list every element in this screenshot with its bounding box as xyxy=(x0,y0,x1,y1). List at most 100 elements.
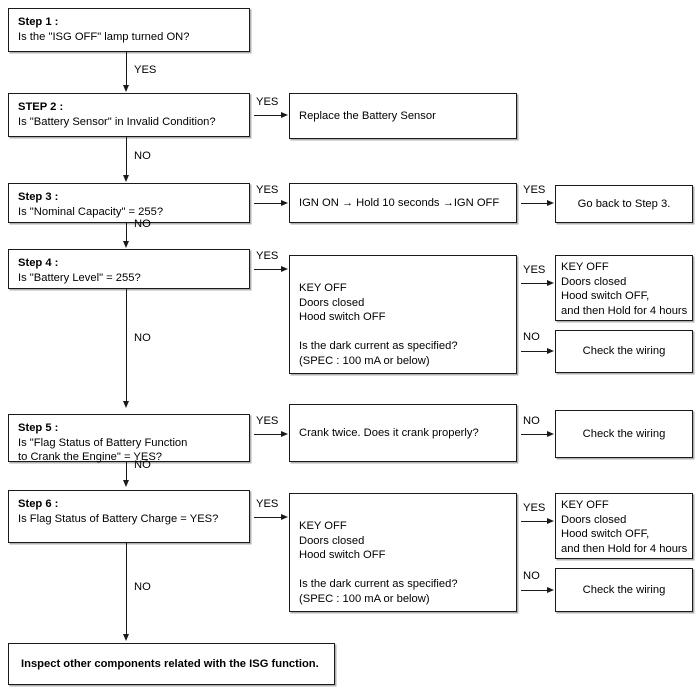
node-step6-keyoff-line5: (SPEC : 100 mA or below) xyxy=(299,592,430,605)
node-step4-keyoff-line4: Is the dark current as specified? xyxy=(299,340,458,353)
connector-step6-keyoff-no xyxy=(521,590,548,591)
connector-step3-step4 xyxy=(126,223,127,242)
edge-label-step5-yes: YES xyxy=(256,415,279,427)
arrowhead-step5-step6 xyxy=(122,480,129,487)
connector-step2-step3 xyxy=(126,137,127,176)
node-step6-title: Step 6 : xyxy=(18,498,59,510)
node-step1[interactable]: Step 1 : Is the "ISG OFF" lamp turned ON… xyxy=(8,8,250,52)
arrowhead-step3-step4 xyxy=(122,241,129,248)
node-step3-title: Step 3 : xyxy=(18,191,59,203)
node-step6-keyoff-line3: Hood switch OFF xyxy=(299,549,386,562)
arrowhead-step2-yes xyxy=(281,111,288,118)
node-step4-keyoff-spacer xyxy=(299,325,507,340)
node-step4-hold4h-line3: Hood switch OFF, xyxy=(561,290,650,303)
node-step1-body: Is the "ISG OFF" lamp turned ON? xyxy=(18,30,190,43)
connector-step5-step6 xyxy=(126,462,127,481)
node-step4[interactable]: Step 4 : Is "Battery Level" = 255? xyxy=(8,249,250,289)
node-step5-title: Step 5 : xyxy=(18,422,59,434)
node-final-inspect-body: Inspect other components related with th… xyxy=(21,657,319,670)
node-step6-keyoff[interactable]: KEY OFF Doors closed Hood switch OFF Is … xyxy=(289,493,517,612)
node-step6-hold4h-line3: Hood switch OFF, xyxy=(561,528,650,541)
edge-label-step2-no: NO xyxy=(134,150,151,162)
edge-label-step4-keyoff-no: NO xyxy=(523,331,540,343)
node-go-back-step3[interactable]: Go back to Step 3. xyxy=(555,185,693,223)
node-step6[interactable]: Step 6 : Is Flag Status of Battery Charg… xyxy=(8,490,250,543)
node-step4-keyoff[interactable]: KEY OFF Doors closed Hood switch OFF Is … xyxy=(289,255,517,374)
arrowhead-step4-step5 xyxy=(122,401,129,408)
node-step3[interactable]: Step 3 : Is "Nominal Capacity" = 255? xyxy=(8,183,250,223)
node-step5-check-wiring-body: Check the wiring xyxy=(582,427,666,440)
node-step6-keyoff-line2: Doors closed xyxy=(299,534,365,547)
node-step6-hold4h-line1: KEY OFF xyxy=(561,499,609,511)
edge-label-step2-yes: YES xyxy=(256,96,279,108)
arrowhead-step6-final xyxy=(122,634,129,641)
node-step6-hold4h-line2: Doors closed xyxy=(561,513,627,526)
edge-label-step4-keyoff-yes: YES xyxy=(523,264,546,276)
node-step6-hold4h-line4: and then Hold for 4 hours xyxy=(561,542,688,555)
edge-label-crank-no: NO xyxy=(523,415,540,427)
node-ign-on-hold-body: IGN ON → Hold 10 seconds →IGN OFF xyxy=(299,196,500,209)
node-step6-check-wiring[interactable]: Check the wiring xyxy=(555,568,693,612)
node-step5-line1: Is "Flag Status of Battery Function xyxy=(18,436,188,449)
connector-step6-yes xyxy=(254,517,282,518)
arrowhead-step4-keyoff-no xyxy=(547,347,554,354)
node-step5[interactable]: Step 5 : Is "Flag Status of Battery Func… xyxy=(8,414,250,463)
arrowhead-step3-yes xyxy=(281,199,288,206)
node-step6-keyoff-line4: Is the dark current as specified? xyxy=(299,578,458,591)
connector-step4-keyoff-no xyxy=(521,351,548,352)
edge-label-step1-yes: YES xyxy=(134,64,157,76)
arrowhead-step2-step3 xyxy=(122,175,129,182)
node-step2-body: Is "Battery Sensor" in Invalid Condition… xyxy=(18,115,216,128)
connector-step4-yes xyxy=(254,269,282,270)
node-step6-check-wiring-body: Check the wiring xyxy=(582,583,666,596)
arrowhead-crank-no xyxy=(547,430,554,437)
node-replace-battery-sensor[interactable]: Replace the Battery Sensor xyxy=(289,93,517,139)
edge-label-step6-yes: YES xyxy=(256,498,279,510)
node-replace-battery-sensor-body: Replace the Battery Sensor xyxy=(299,109,436,122)
node-go-back-step3-body: Go back to Step 3. xyxy=(577,197,671,210)
arrowhead-step4-keyoff-yes xyxy=(547,279,554,286)
node-step4-hold4h-line4: and then Hold for 4 hours xyxy=(561,304,688,317)
connector-step4-step5 xyxy=(126,289,127,402)
node-crank-twice-body: Crank twice. Does it crank properly? xyxy=(299,426,479,439)
arrowhead-step6-keyoff-no xyxy=(547,586,554,593)
edge-label-step5-no: NO xyxy=(134,459,151,471)
node-crank-twice[interactable]: Crank twice. Does it crank properly? xyxy=(289,404,517,462)
node-step1-title: Step 1 : xyxy=(18,16,59,28)
edge-label-ign-yes: YES xyxy=(523,184,546,196)
node-step6-keyoff-spacer xyxy=(299,563,507,578)
node-step2[interactable]: STEP 2 : Is "Battery Sensor" in Invalid … xyxy=(8,93,250,137)
node-step4-hold4h-line1: KEY OFF xyxy=(561,261,609,273)
edge-label-step6-keyoff-yes: YES xyxy=(523,502,546,514)
node-step3-body: Is "Nominal Capacity" = 255? xyxy=(18,205,164,218)
arrowhead-step5-yes xyxy=(281,430,288,437)
connector-ign-yes xyxy=(521,203,548,204)
node-step4-body: Is "Battery Level" = 255? xyxy=(18,271,141,284)
arrowhead-ign-yes xyxy=(547,199,554,206)
node-step5-check-wiring[interactable]: Check the wiring xyxy=(555,410,693,458)
node-step2-title: STEP 2 : xyxy=(18,101,64,113)
arrowhead-step6-yes xyxy=(281,513,288,520)
edge-label-step3-no: NO xyxy=(134,218,151,230)
connector-step1-step2 xyxy=(126,52,127,86)
connector-step3-yes xyxy=(254,203,282,204)
node-step4-title: Step 4 : xyxy=(18,257,59,269)
node-step6-keyoff-line1: KEY OFF xyxy=(299,520,347,532)
node-step4-hold4h[interactable]: KEY OFF Doors closed Hood switch OFF, an… xyxy=(555,255,693,321)
edge-label-step6-keyoff-no: NO xyxy=(523,570,540,582)
connector-crank-no xyxy=(521,434,548,435)
connector-step4-keyoff-yes xyxy=(521,283,548,284)
node-step6-body: Is Flag Status of Battery Charge = YES? xyxy=(18,512,219,525)
connector-step5-yes xyxy=(254,434,282,435)
edge-label-step4-yes: YES xyxy=(256,250,279,262)
node-step4-check-wiring-body: Check the wiring xyxy=(582,345,666,358)
node-final-inspect[interactable]: Inspect other components related with th… xyxy=(8,643,335,685)
node-step4-keyoff-line1: KEY OFF xyxy=(299,282,347,294)
node-step6-hold4h[interactable]: KEY OFF Doors closed Hood switch OFF, an… xyxy=(555,493,693,559)
node-step4-check-wiring[interactable]: Check the wiring xyxy=(555,330,693,373)
edge-label-step6-no: NO xyxy=(134,581,151,593)
node-step4-hold4h-line2: Doors closed xyxy=(561,275,627,288)
node-ign-on-hold[interactable]: IGN ON → Hold 10 seconds →IGN OFF xyxy=(289,183,517,223)
arrowhead-step6-keyoff-yes xyxy=(547,517,554,524)
